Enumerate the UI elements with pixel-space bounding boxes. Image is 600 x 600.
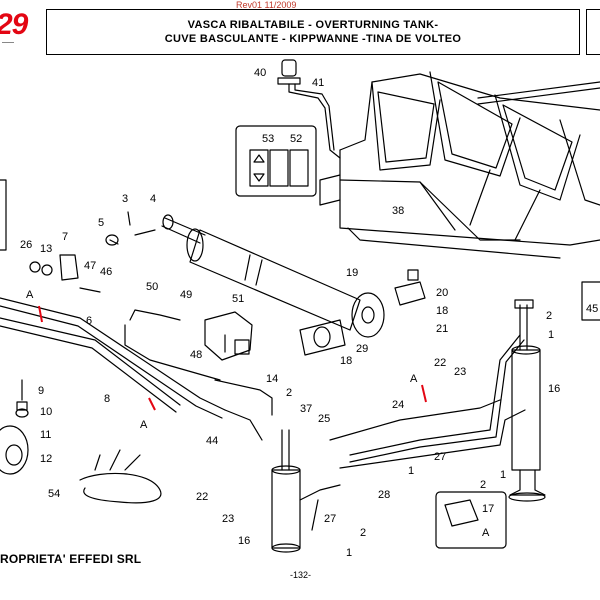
callout-24: 24: [392, 399, 404, 411]
drum-part: [0, 379, 29, 475]
callout-11: 11: [40, 429, 51, 441]
callout-21: 21: [436, 323, 448, 335]
callout-46: 46: [100, 266, 112, 278]
logo-underline: [2, 42, 14, 49]
callout-9: 9: [38, 385, 44, 397]
brand-logo: 29: [0, 8, 28, 41]
page-ref-box: [586, 9, 600, 55]
section-markers: [38, 305, 427, 411]
callout-1d: 1: [346, 547, 352, 559]
callout-22a: 22: [434, 357, 446, 369]
callout-A-1: A: [26, 289, 34, 301]
title-line-1: VASCA RIBALTABILE - OVERTURNING TANK-: [187, 19, 439, 31]
callout-1b: 1: [408, 465, 414, 477]
callout-16a: 16: [548, 383, 560, 395]
callout-A-4: A: [482, 527, 490, 539]
callout-23b: 23: [222, 513, 234, 525]
callout-2b: 2: [546, 310, 552, 322]
title-line-2: CUVE BASCULANTE - KIPPWANNE -TINA DE VOL…: [164, 33, 462, 45]
overturning-tank: [319, 71, 600, 259]
callout-17: 17: [482, 503, 494, 515]
callout-16b: 16: [238, 535, 250, 547]
callout-48: 48: [190, 349, 202, 361]
callout-40: 40: [254, 67, 266, 79]
callout-20: 20: [436, 287, 448, 299]
callout-A-3: A: [410, 373, 418, 385]
callout-47: 47: [84, 260, 96, 272]
callout-7: 7: [62, 231, 68, 243]
callout-18a: 18: [436, 305, 448, 317]
hose-assembly-right: [299, 334, 526, 531]
callout-22b: 22: [196, 491, 208, 503]
revision-label: Rev01 11/2009: [236, 0, 297, 10]
callout-29: 29: [356, 343, 368, 355]
callout-38: 38: [392, 205, 404, 217]
mount-bracket: [394, 269, 426, 306]
callout-52: 52: [290, 133, 302, 145]
callout-6: 6: [86, 315, 92, 327]
callout-2c: 2: [480, 479, 486, 491]
callout-4: 4: [150, 193, 156, 205]
callout-51: 51: [232, 293, 244, 305]
support-cylinder-right: [508, 299, 546, 502]
callout-5: 5: [98, 217, 104, 229]
callout-44: 44: [206, 435, 218, 447]
callout-2a: 2: [286, 387, 292, 399]
callout-27a: 27: [434, 451, 446, 463]
callout-14: 14: [266, 373, 278, 385]
cable-harness: [79, 449, 162, 504]
page-number: -132-: [290, 570, 312, 580]
callout-41: 41: [312, 77, 324, 89]
lower-bracket: [299, 319, 346, 356]
callout-3: 3: [122, 193, 128, 205]
callout-8: 8: [104, 393, 110, 405]
callout-45: 45: [586, 303, 598, 315]
callout-49: 49: [180, 289, 192, 301]
callout-37: 37: [300, 403, 312, 415]
support-cylinder-lower: [271, 429, 301, 553]
callout-54: 54: [48, 488, 60, 500]
left-fittings: [29, 211, 156, 293]
callout-12: 12: [40, 453, 52, 465]
page-ref-bracket: [581, 281, 600, 321]
callout-23a: 23: [454, 366, 466, 378]
block-detail: [435, 491, 507, 549]
callout-53: 53: [262, 133, 274, 145]
warning-decals: [235, 125, 317, 197]
callout-13: 13: [40, 243, 52, 255]
solenoid-valve: [204, 311, 253, 361]
callout-18b: 18: [340, 355, 352, 367]
owner-notice: ROPRIETA' EFFEDI SRL: [0, 552, 142, 566]
beacon-light: [277, 59, 341, 159]
callout-2d: 2: [360, 527, 366, 539]
callout-10: 10: [40, 406, 52, 418]
hydraulic-cylinder: [161, 214, 385, 338]
callout-25: 25: [318, 413, 330, 425]
callout-50: 50: [146, 281, 158, 293]
callout-19: 19: [346, 267, 358, 279]
callout-26: 26: [20, 239, 32, 251]
callout-1c: 1: [500, 469, 506, 481]
callout-A-2: A: [140, 419, 148, 431]
callout-28: 28: [378, 489, 390, 501]
callout-27b: 27: [324, 513, 336, 525]
callout-1a: 1: [548, 329, 554, 341]
left-ref-bracket: [0, 179, 7, 251]
title-box: VASCA RIBALTABILE - OVERTURNING TANK- CU…: [46, 9, 580, 55]
